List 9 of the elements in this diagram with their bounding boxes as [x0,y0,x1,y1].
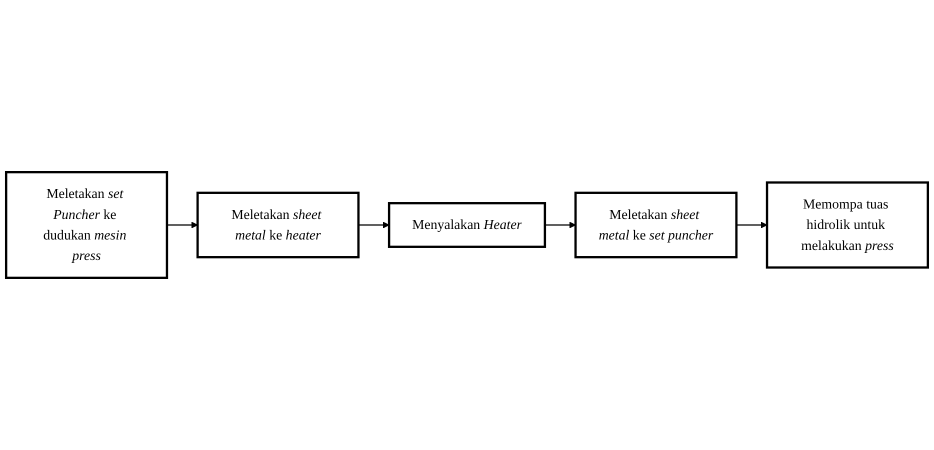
node-box: Meletakan sheet metal ke heater [196,192,360,258]
arrow [544,222,576,228]
node-box: Memompa tuas hidrolik untuk melakukan press [766,181,930,269]
arrow [736,222,768,228]
arrow [358,222,390,228]
arrow [166,222,198,228]
node-box: Menyalakan Heater [388,202,546,248]
node-box: Meletakan sheet metal ke set puncher [574,192,738,258]
node-box: Meletakan set Puncher ke dudukan mesin press [4,171,168,279]
